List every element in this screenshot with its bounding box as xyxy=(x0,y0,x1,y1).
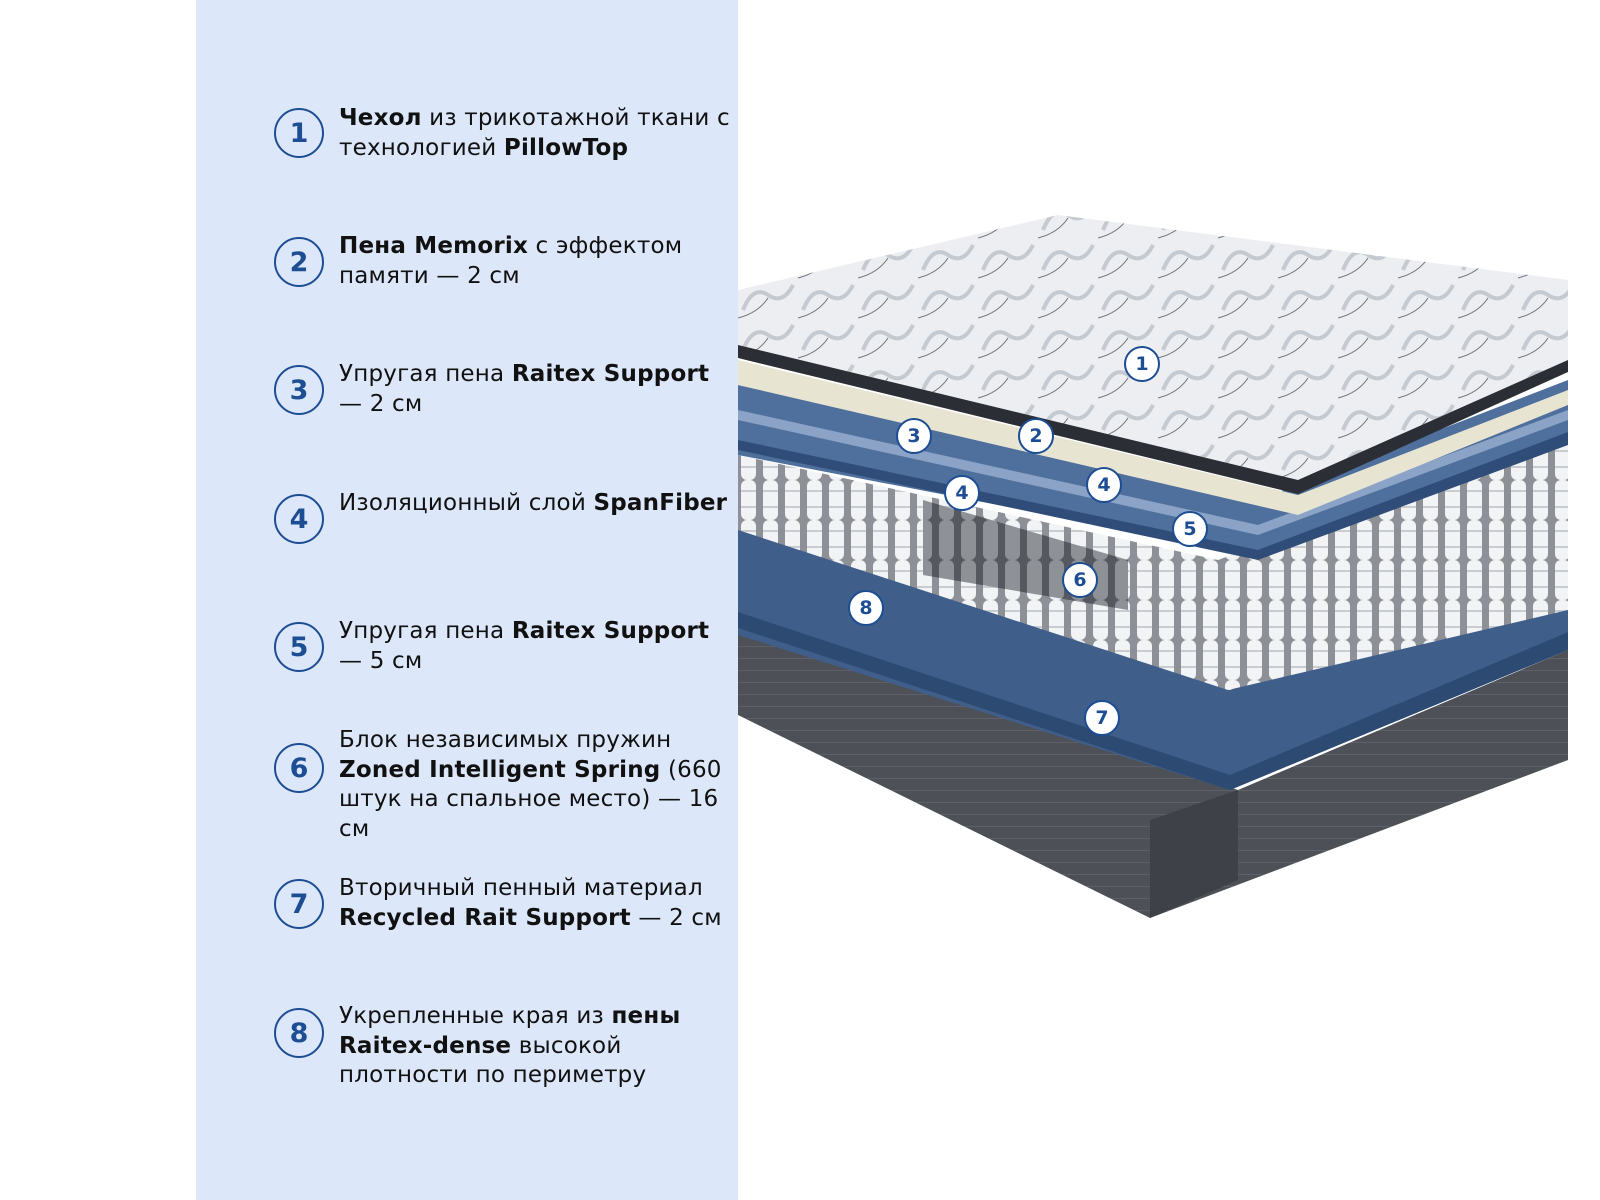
number-badge: 3 xyxy=(274,365,324,415)
number-badge: 6 xyxy=(274,743,324,793)
mattress-illustration xyxy=(738,215,1568,918)
highlight-text: Пена Memorix xyxy=(339,233,528,259)
highlight-text: SpanFiber xyxy=(593,490,728,516)
description-text: Упругая пена xyxy=(339,618,512,644)
description-text: Вторичный пенный материал xyxy=(339,875,703,901)
number-badge: 4 xyxy=(274,494,324,544)
description-text: (660 штук на спальное место) — 16 см xyxy=(339,756,722,842)
number-badge: 8 xyxy=(274,1008,324,1058)
layer-description: Укрепленные края из пены Raitex-dense вы… xyxy=(339,1002,739,1091)
layers-legend-panel: 1 Чехол из трикотажной ткани с технологие… xyxy=(196,0,738,1200)
number-badge: 5 xyxy=(274,622,324,672)
number-badge: 2 xyxy=(274,237,324,287)
layer-description: Чехол из трикотажной ткани с технологией… xyxy=(339,104,739,163)
layer-description: Пена Memorix с эффектом памяти — 2 см xyxy=(339,232,739,291)
highlight-text: Чехол xyxy=(339,105,422,131)
highlight-text: Raitex Support xyxy=(511,361,710,387)
description-text: высокой плотности по периметру xyxy=(339,1032,647,1089)
description-text: Блок независимых пружин xyxy=(339,727,672,753)
layer-marker-3: 3 xyxy=(896,418,932,454)
layer-marker-7: 7 xyxy=(1084,700,1120,736)
description-text: Укрепленные края из xyxy=(339,1003,612,1029)
layer-marker-8: 8 xyxy=(848,590,884,626)
layer-marker-4: 4 xyxy=(944,475,980,511)
layer-marker-2: 2 xyxy=(1018,418,1054,454)
highlight-text: пены Raitex-dense xyxy=(339,1003,681,1059)
layer-description: Упругая пена Raitex Support — 2 см xyxy=(339,360,739,419)
spring-block xyxy=(738,430,1568,690)
layer-description: Вторичный пенный материал Recycled Rait … xyxy=(339,874,739,933)
description-text: — 5 см xyxy=(339,647,423,674)
highlight-text: Recycled Rait Support xyxy=(339,904,631,931)
highlight-text: Zoned Intelligent Spring xyxy=(339,756,661,783)
number-badge: 7 xyxy=(274,879,324,929)
description-text: — 2 см xyxy=(339,390,423,417)
layer-description: Изоляционный слой SpanFiber xyxy=(339,489,739,519)
layer-marker-5: 5 xyxy=(1172,511,1208,547)
layer-description: Блок независимых пружин Zoned Intelligen… xyxy=(339,726,739,844)
pillowtop-cover xyxy=(738,215,1568,480)
highlight-text: PillowTop xyxy=(503,134,629,161)
memory-foam-layer xyxy=(738,360,1568,515)
layer-marker-6: 6 xyxy=(1062,562,1098,598)
description-text: из трикотажной ткани с технологией xyxy=(339,105,730,161)
number-badge: 1 xyxy=(274,108,324,158)
description-text: Упругая пена xyxy=(339,361,512,387)
layer-marker-1: 1 xyxy=(1124,346,1160,382)
description-text: Изоляционный слой xyxy=(339,490,594,516)
layer-description: Упругая пена Raitex Support — 5 см xyxy=(339,617,739,676)
layer-marker-4: 4 xyxy=(1086,467,1122,503)
highlight-text: Raitex Support xyxy=(511,618,710,644)
description-text: с эффектом памяти — 2 см xyxy=(339,233,683,289)
description-text: — 2 см xyxy=(630,904,722,931)
